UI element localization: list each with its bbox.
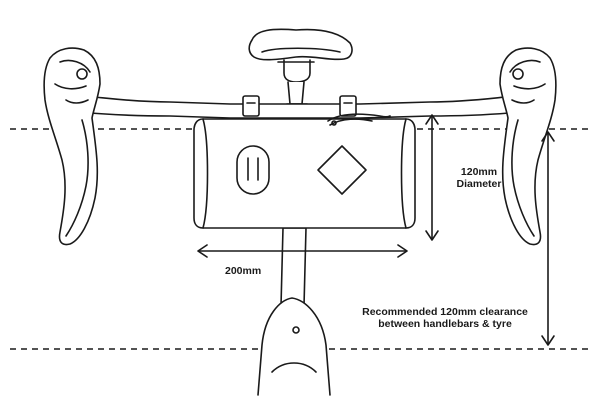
saddle xyxy=(248,28,353,114)
width-dimension-arrow xyxy=(197,244,408,258)
diameter-dimension-arrow xyxy=(425,114,439,241)
width-label: 200mm xyxy=(225,265,262,277)
clearance-label-line1: Recommended 120mm clearance xyxy=(362,306,528,318)
head-tube xyxy=(257,227,331,396)
clearance-dimension-arrow xyxy=(541,131,555,346)
diameter-label: 120mm Diameter xyxy=(446,166,512,190)
diameter-label-line2: Diameter xyxy=(456,178,502,190)
clearance-label-line2: between handlebars & tyre xyxy=(378,318,512,330)
handle-slot-icon xyxy=(236,145,270,195)
diameter-label-line1: 120mm xyxy=(460,166,498,178)
left-strap xyxy=(242,95,260,117)
clearance-label: Recommended 120mm clearance between hand… xyxy=(350,306,540,330)
bag-body xyxy=(193,113,416,229)
right-strap xyxy=(339,95,357,117)
left-brake-lever xyxy=(43,47,101,246)
diamond-logo-icon xyxy=(317,145,367,195)
right-brake-lever xyxy=(499,47,557,246)
